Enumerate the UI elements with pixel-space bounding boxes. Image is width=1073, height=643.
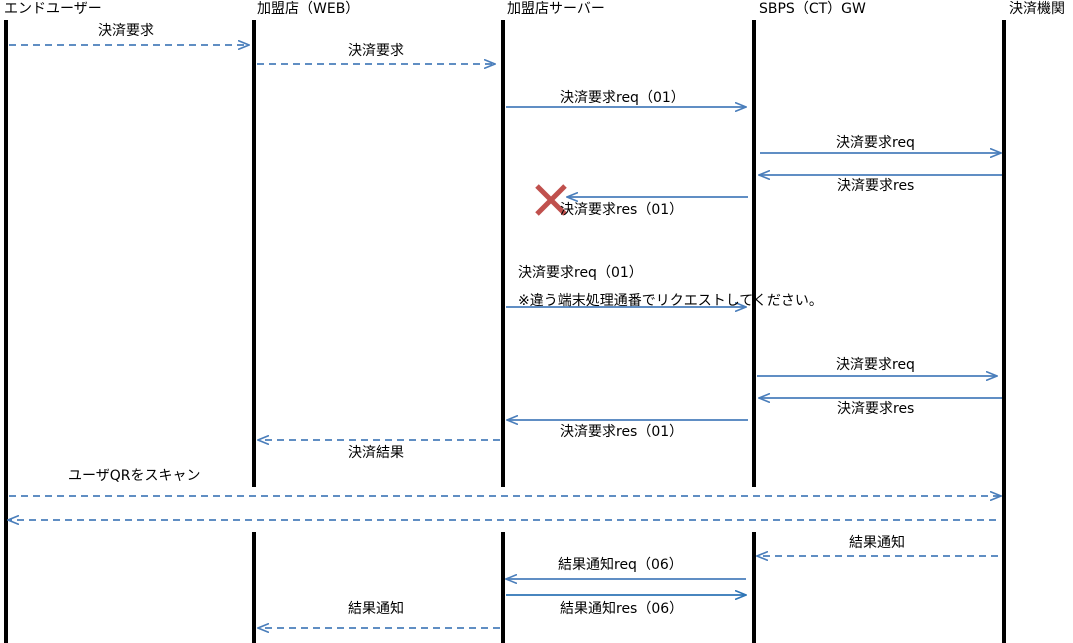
label-result-notification-res-06: 結果通知res（06） [560, 601, 684, 617]
label-result-notification-req-06: 結果通知req（06） [558, 557, 683, 573]
label-payment-result: 決済結果 [348, 445, 404, 461]
label-payment-request-1: 決済要求 [98, 23, 154, 39]
actor-end-user: エンドユーザー [4, 1, 102, 17]
label-payment-request-2: 決済要求 [348, 43, 404, 59]
message-arrows [8, 45, 1002, 628]
label-result-notification-to-web: 結果通知 [348, 601, 404, 617]
label-payment-res-from-institution: 決済要求res [837, 178, 915, 194]
retry-note: ※違う端末処理通番でリクエストしてください。 [518, 293, 823, 309]
label-payment-req-01-retry: 決済要求req（01） [518, 265, 643, 281]
actor-merchant-web: 加盟店（WEB） [257, 1, 360, 17]
cross-icon [535, 184, 567, 216]
actor-payment-institution: 決済機関 [1009, 1, 1065, 17]
label-payment-res-01: 決済要求res（01） [560, 424, 684, 440]
lifelines [4, 20, 1006, 643]
label-payment-res-01-failed: 決済要求res（01） [560, 202, 684, 218]
label-payment-req-to-institution: 決済要求req [836, 135, 915, 151]
label-scan-qr: ユーザQRをスキャン [68, 468, 201, 484]
label-payment-res-from-institution-2: 決済要求res [837, 401, 915, 417]
label-payment-req-to-institution-2: 決済要求req [836, 357, 915, 373]
label-result-notification: 結果通知 [849, 535, 905, 551]
actor-sbps-gw: SBPS（CT）GW [759, 1, 866, 17]
actor-merchant-server: 加盟店サーバー [507, 1, 605, 17]
label-payment-req-01: 決済要求req（01） [560, 90, 685, 106]
